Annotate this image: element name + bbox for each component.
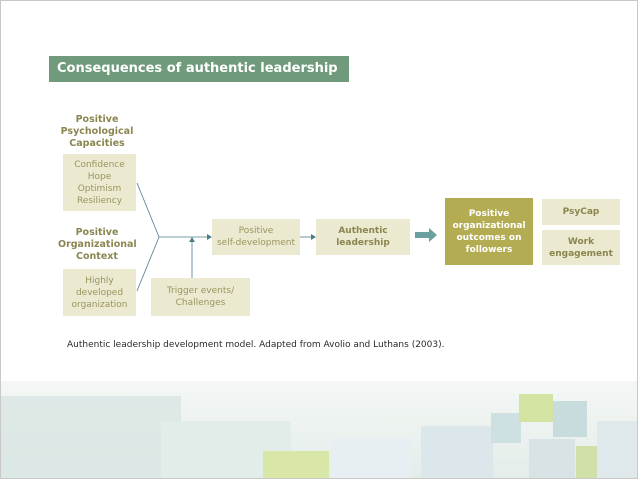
trigger-events: Trigger events/ Challenges xyxy=(166,286,235,308)
outcomes: Positive organizational outcomes on foll… xyxy=(452,208,526,255)
trigger-events-box: Trigger events/ Challenges xyxy=(151,278,250,316)
deco-tile xyxy=(263,451,329,478)
org-context-label: Positive Organizational Context xyxy=(58,227,137,262)
slide-title: Consequences of authentic leadership xyxy=(49,56,349,82)
psycap-box: PsyCap xyxy=(542,199,620,225)
psych-cap-items-box: Confidence Hope Optimism Resiliency xyxy=(63,154,136,211)
self-development: Positive self-development xyxy=(216,226,296,248)
deco-tile xyxy=(1,396,181,478)
arrowhead-trigger xyxy=(189,237,195,242)
work-engagement: Work engagement xyxy=(549,236,613,259)
deco-tile xyxy=(597,421,637,478)
deco-tile xyxy=(519,394,553,422)
authentic-leadership-box: Authentic leadership xyxy=(316,219,410,255)
psycap: PsyCap xyxy=(562,207,600,217)
deco-tile xyxy=(529,439,575,478)
block-arrow-to-outcomes xyxy=(415,228,437,242)
figure-caption: Authentic leadership development model. … xyxy=(67,340,445,350)
line-developed-org-to-junction xyxy=(136,236,160,292)
line-psych-cap-to-junction xyxy=(136,182,160,238)
developed-org-box: Highly developed organization xyxy=(63,269,136,316)
psych-cap-items: Confidence Hope Optimism Resiliency xyxy=(74,159,125,206)
psych-cap-label: Positive Psychological Capacities xyxy=(60,114,134,149)
deco-tile xyxy=(331,439,411,478)
work-engagement-box: Work engagement xyxy=(542,230,620,265)
developed-org: Highly developed organization xyxy=(71,275,128,310)
self-development-box: Positive self-development xyxy=(212,219,300,255)
outcomes-box: Positive organizational outcomes on foll… xyxy=(445,198,533,265)
deco-tile xyxy=(553,401,587,437)
deco-tile xyxy=(491,413,521,443)
arrowhead-authentic xyxy=(311,234,316,240)
arrowhead-self-development xyxy=(207,234,212,240)
authentic-leadership: Authentic leadership xyxy=(336,226,390,248)
deco-tile xyxy=(421,426,493,478)
